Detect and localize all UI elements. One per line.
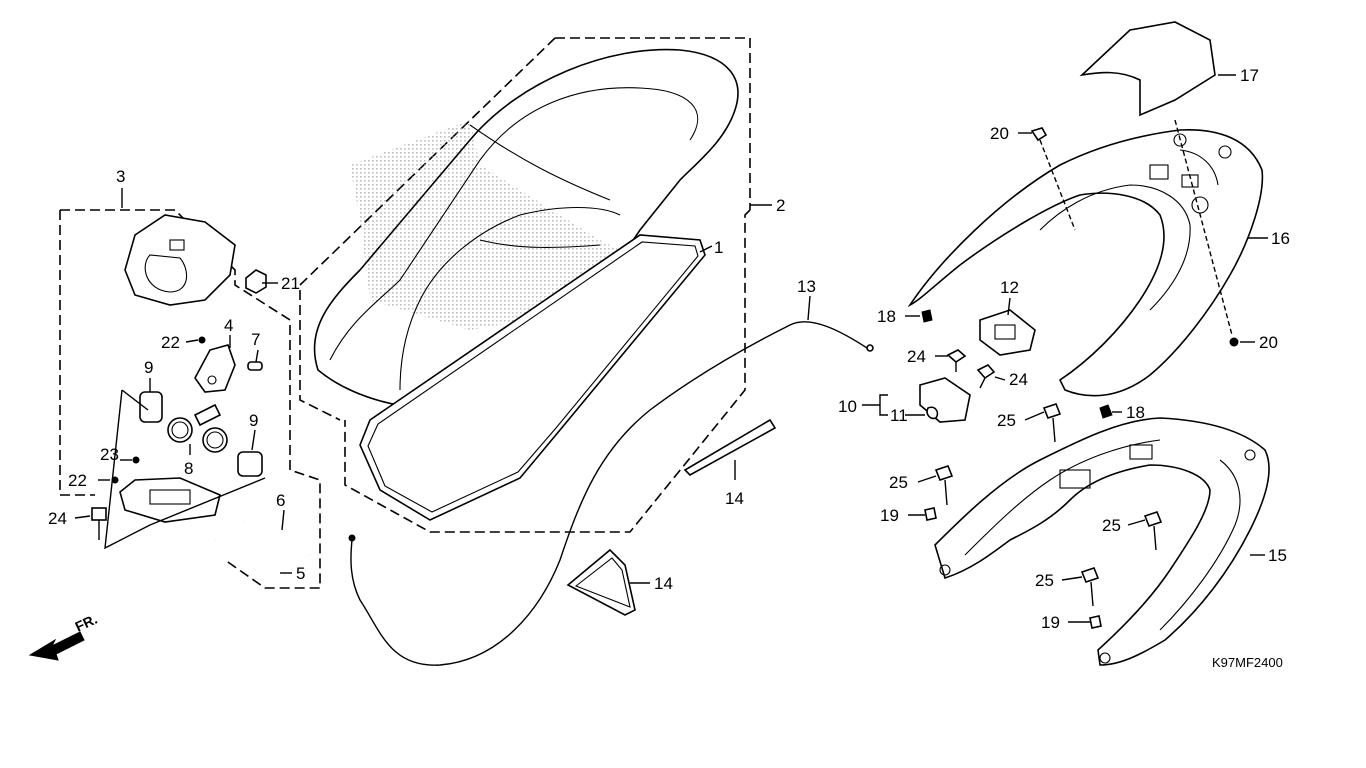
seat-lock-cable (348, 321, 874, 666)
bolt (1080, 567, 1100, 607)
callout-1: 1 (714, 238, 723, 257)
callout-9a: 9 (144, 358, 153, 377)
front-direction-arrow: FR. (28, 611, 100, 661)
front-marker: FR. (73, 611, 100, 635)
callout-22b: 22 (68, 471, 87, 490)
callout-25c: 25 (1102, 516, 1121, 535)
leader-lines (74, 74, 1268, 623)
callout-21: 21 (281, 274, 300, 293)
callout-2: 2 (776, 196, 785, 215)
callout-23: 23 (100, 445, 119, 464)
spring (167, 403, 228, 453)
callout-16: 16 (1271, 229, 1290, 248)
callout-20b: 20 (1259, 333, 1278, 352)
callout-14a: 14 (725, 489, 744, 508)
bolt (1143, 511, 1163, 551)
callout-18a: 18 (877, 307, 896, 326)
callout-25b: 25 (889, 473, 908, 492)
rear-carrier (924, 403, 1270, 666)
callout-11: 11 (890, 406, 908, 425)
seat-lock-group (59, 209, 321, 589)
callout-7: 7 (251, 330, 260, 349)
bolt (934, 465, 954, 506)
callout-22a: 22 (161, 333, 180, 352)
diagram-code: K97MF2400 (1212, 655, 1283, 670)
callout-10: 10 (838, 397, 857, 416)
callout-19b: 19 (1041, 613, 1060, 632)
callout-4: 4 (224, 316, 233, 335)
callout-25d: 25 (1035, 571, 1054, 590)
callout-20a: 20 (990, 124, 1009, 143)
callout-13: 13 (797, 277, 816, 296)
callout-12: 12 (1000, 278, 1019, 297)
rear-center-cover (907, 21, 1264, 397)
callout-5: 5 (296, 564, 305, 583)
callout-25a: 25 (997, 411, 1016, 430)
callout-3: 3 (116, 167, 125, 186)
callout-19a: 19 (880, 506, 899, 525)
callout-24c: 24 (1009, 370, 1028, 389)
seat-seal (359, 234, 706, 521)
callout-6: 6 (276, 491, 285, 510)
callout-24a: 24 (48, 509, 67, 528)
callout-9b: 9 (249, 411, 258, 430)
callout-14b: 14 (654, 574, 673, 593)
callout-18b: 18 (1126, 403, 1145, 422)
callout-17: 17 (1240, 66, 1259, 85)
callout-15: 15 (1268, 546, 1287, 565)
bolt (1042, 403, 1062, 443)
callouts: 1 2 3 4 5 6 7 8 9 9 10 11 12 13 14 14 15… (48, 66, 1290, 632)
rubber-strips (566, 418, 777, 616)
callout-24b: 24 (907, 347, 926, 366)
seat-lock-assembly (879, 309, 1113, 423)
callout-8: 8 (184, 459, 193, 478)
